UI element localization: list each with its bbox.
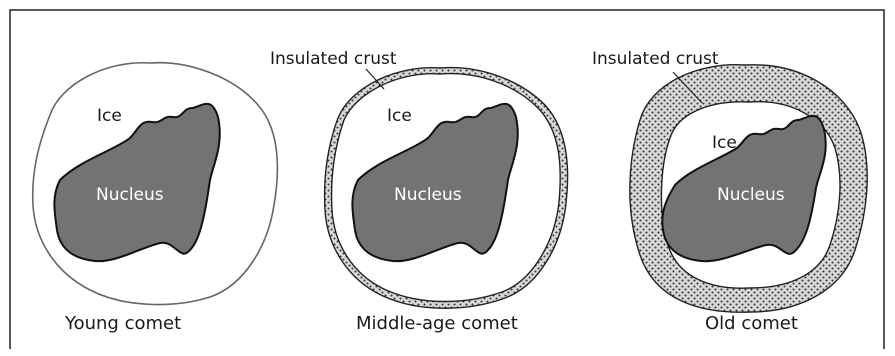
ice-label: Ice xyxy=(97,106,122,126)
comet-caption: Middle-age comet xyxy=(356,313,518,334)
nucleus-label: Nucleus xyxy=(717,185,785,205)
old-comet: Insulated crust Ice Nucleus Old comet xyxy=(592,49,867,334)
young-comet: Ice Nucleus Young comet xyxy=(33,63,278,334)
comet-caption: Old comet xyxy=(705,313,798,334)
comet-caption: Young comet xyxy=(64,313,181,334)
ice-label: Ice xyxy=(712,133,737,153)
crust-label: Insulated crust xyxy=(592,49,719,69)
nucleus-label: Nucleus xyxy=(394,185,462,205)
ice-label: Ice xyxy=(387,106,412,126)
middle-age-comet: Insulated crust Ice Nucleus Middle-age c… xyxy=(270,49,568,334)
nucleus-label: Nucleus xyxy=(96,185,164,205)
crust-label: Insulated crust xyxy=(270,49,397,69)
